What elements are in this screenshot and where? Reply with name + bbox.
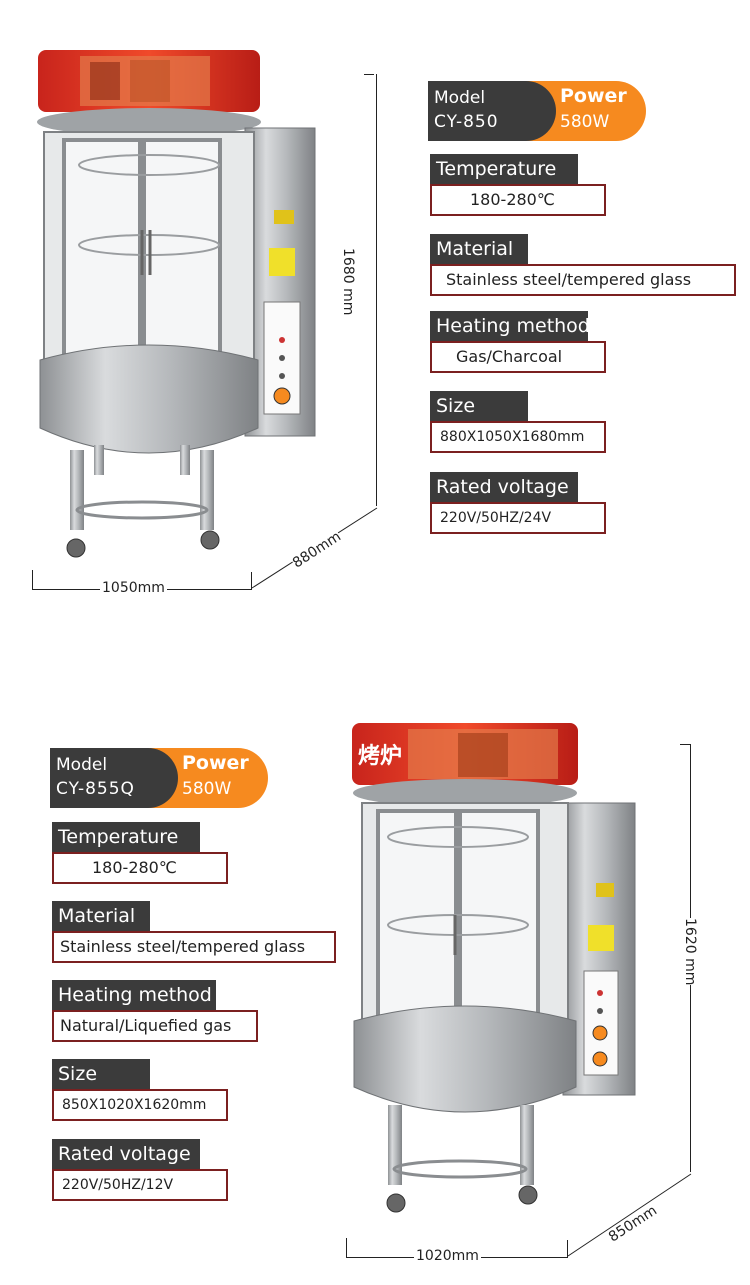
- oven-illustration: [37, 50, 316, 558]
- depth-dimension-line: [567, 1173, 692, 1257]
- model-power-badge: Model CY-850 Power 580W: [428, 81, 646, 141]
- power-label: Power: [560, 85, 627, 107]
- size-label: Size: [430, 391, 528, 421]
- heating-method-label: Heating method: [430, 311, 590, 341]
- size-value: 850X1020X1620mm: [52, 1089, 228, 1121]
- temperature-label: Temperature: [52, 822, 200, 852]
- heating-method-value: Gas/Charcoal: [430, 341, 606, 373]
- oven-illustration: 烤炉: [352, 723, 636, 1213]
- caster-wheel-icon: [66, 530, 220, 558]
- caster-wheel-icon: [386, 1185, 538, 1213]
- heating-method-value: Natural/Liquefied gas: [52, 1010, 258, 1042]
- height-dimension-label: 1620 mm: [682, 918, 698, 986]
- power-value: 580W: [560, 112, 610, 132]
- model-label: Model: [56, 755, 108, 775]
- width-dimension-label: 1050mm: [100, 580, 167, 596]
- height-dimension-line: [376, 74, 377, 506]
- model-power-badge: Model CY-855Q Power 580W: [50, 748, 268, 808]
- power-value: 580W: [182, 779, 232, 799]
- model-value: CY-850: [434, 112, 499, 132]
- size-value: 880X1050X1680mm: [430, 421, 606, 453]
- temperature-label: Temperature: [430, 154, 578, 184]
- rated-voltage-label: Rated voltage: [430, 472, 578, 502]
- material-label: Material: [430, 234, 528, 264]
- power-label: Power: [182, 752, 249, 774]
- sign-text: 烤炉: [358, 743, 402, 769]
- material-value: Stainless steel/tempered glass: [52, 931, 336, 963]
- heating-method-label: Heating method: [52, 980, 216, 1010]
- material-value: Stainless steel/tempered glass: [430, 264, 736, 296]
- rated-voltage-label: Rated voltage: [52, 1139, 200, 1169]
- temperature-value: 180-280℃: [52, 852, 228, 884]
- width-dimension-label: 1020mm: [414, 1248, 481, 1264]
- material-label: Material: [52, 901, 150, 931]
- product-section-2: Model CY-855Q Power 580W Temperature 180…: [0, 640, 750, 1285]
- rated-voltage-value: 220V/50HZ/24V: [430, 502, 606, 534]
- height-dimension-label: 1680 mm: [340, 248, 356, 316]
- rated-voltage-value: 220V/50HZ/12V: [52, 1169, 228, 1201]
- model-label: Model: [434, 88, 486, 108]
- model-value: CY-855Q: [56, 779, 135, 799]
- temperature-value: 180-280℃: [430, 184, 606, 216]
- size-label: Size: [52, 1059, 150, 1089]
- product-section-1: 1680 mm 1050mm 880mm Model CY-850 Power …: [0, 0, 750, 620]
